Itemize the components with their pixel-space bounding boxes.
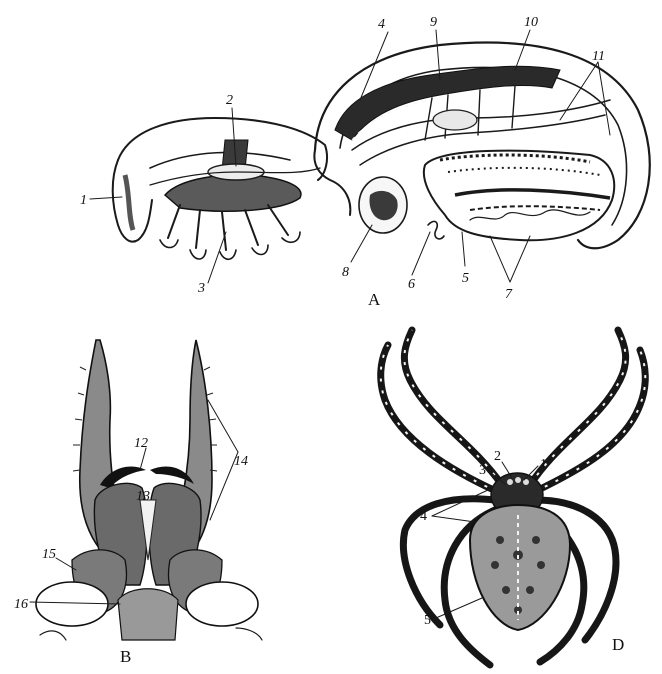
b-label-15: 15 xyxy=(42,547,56,562)
a-label-11: 11 xyxy=(592,49,605,64)
d-label-2: 2 xyxy=(494,449,501,464)
a-label-9: 9 xyxy=(430,15,437,30)
b-label-16: 16 xyxy=(14,597,28,612)
panel-d-spider-drawing xyxy=(381,330,646,665)
a-label-7: 7 xyxy=(505,287,513,302)
a-label-1: 1 xyxy=(80,193,87,208)
a-label-4: 4 xyxy=(378,17,385,32)
panel-b-title: B xyxy=(120,647,131,666)
a-label-10: 10 xyxy=(524,15,538,30)
d-label-4: 4 xyxy=(420,509,427,524)
a-label-3: 3 xyxy=(197,281,205,296)
panel-d-title: D xyxy=(612,635,624,654)
panel-a-labels: 1 2 3 4 5 6 7 8 9 10 11 A xyxy=(80,15,605,309)
b-label-12: 12 xyxy=(134,436,148,451)
d-label-5: 5 xyxy=(424,613,431,628)
a-label-6: 6 xyxy=(408,277,415,292)
d-label-1: 1 xyxy=(540,457,547,472)
panel-a-title: A xyxy=(368,290,381,309)
panel-a-section-drawing xyxy=(113,43,650,260)
a-label-2: 2 xyxy=(226,93,233,108)
d-label-3: 3 xyxy=(479,463,486,478)
a-label-8: 8 xyxy=(342,265,349,280)
b-label-13: 13 xyxy=(136,489,150,504)
a-label-5: 5 xyxy=(462,271,469,286)
b-label-14: 14 xyxy=(234,454,248,469)
